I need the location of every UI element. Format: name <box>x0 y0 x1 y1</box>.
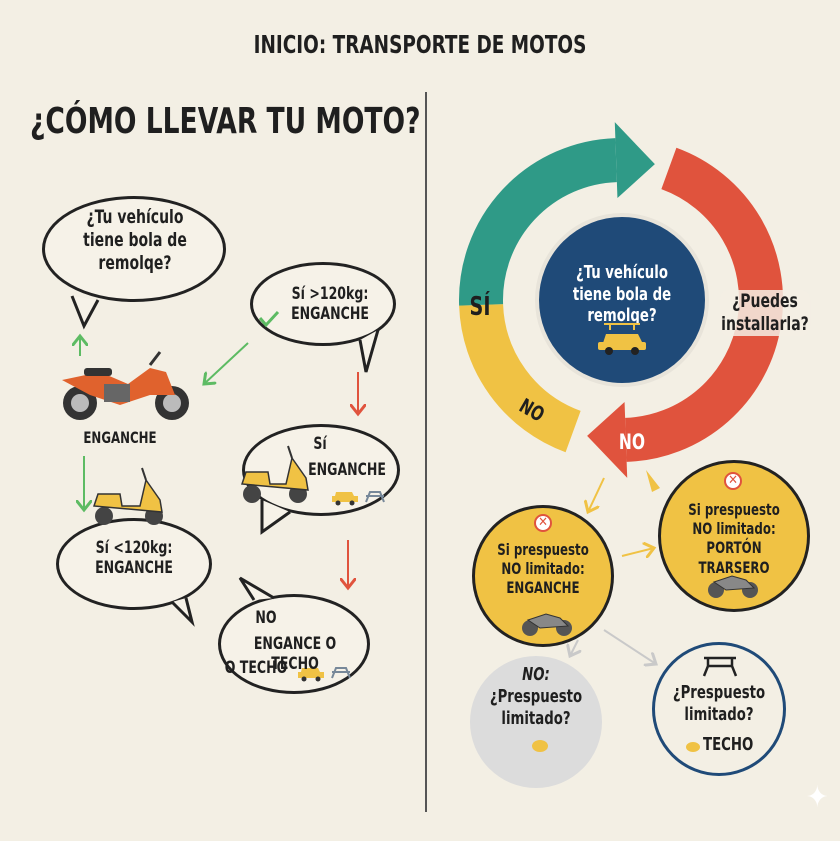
arrow-gray <box>603 629 656 664</box>
node-no-limited-question: ¿Prespuesto limitado? <box>489 686 583 729</box>
section-heading: ¿CÓMO LLEVAR TU MOTO? <box>30 101 421 142</box>
bubble-tail <box>358 329 380 373</box>
yes-label: SÍ <box>469 292 491 322</box>
bubble-yes-title: Sí <box>313 434 327 454</box>
bubble-heavy <box>250 262 396 346</box>
node-techo-label: TECHO <box>703 734 754 755</box>
arrow-gray <box>570 639 578 656</box>
sparkle-icon: ✦ <box>806 780 829 815</box>
piggy-bank-icon <box>532 740 548 752</box>
node-no-limited-title: NO: <box>522 664 550 685</box>
bubble-no-line1: ENGANCE O TECHO <box>253 634 337 675</box>
x-circle-icon: ✕ <box>534 514 552 532</box>
motorcycle-icon <box>62 351 189 420</box>
node-enganche-text: Si prespuesto NO limitado: ENGANCHE <box>497 540 589 598</box>
motorcycle-icon <box>708 575 758 598</box>
center-question-circle <box>535 213 709 387</box>
bubble-heavy-text: Sí >120kg: ENGANCHE <box>291 284 369 325</box>
arrow-yellow <box>588 477 605 512</box>
page-title: INICIO: TRANSPORTE DE MOTOS <box>253 30 587 59</box>
node-no-limited[interactable] <box>470 656 602 788</box>
can-install-label: ¿Puedes installarla? <box>719 290 811 336</box>
no-label-red: NO <box>618 430 646 454</box>
yes-arc-yellow <box>459 303 582 453</box>
car-roof-icon <box>598 323 646 355</box>
bubble-question <box>42 196 226 302</box>
teal-arc <box>459 138 618 306</box>
roof-rack-icon <box>365 491 385 503</box>
bubble-yes <box>242 424 400 516</box>
hand-icon <box>646 470 660 492</box>
scooter-icon <box>240 445 309 503</box>
arrow-yellow <box>621 548 654 556</box>
motorcycle-label: ENGANCHE <box>83 428 157 447</box>
teal-arc-arrowhead <box>614 122 655 199</box>
bubble-tail <box>238 576 275 601</box>
bubble-question-text: ¿Tu vehículo tiene bola de remolqe? <box>83 206 187 274</box>
roof-rack-icon <box>331 667 351 679</box>
bubble-light-text: Sí <120kg: ENGANCHE <box>95 538 173 579</box>
bubble-no-line2: O TECHO <box>224 658 288 678</box>
bubble-yes-text: ENGANCHE <box>308 460 386 480</box>
car-icon <box>332 492 358 506</box>
divider <box>425 92 427 812</box>
node-techo-question: ¿Prespuesto limitado? <box>672 682 766 725</box>
bubble-tail <box>260 500 291 535</box>
check-icon <box>258 310 280 328</box>
bubble-light <box>56 518 212 610</box>
roof-rack-icon <box>702 656 738 677</box>
car-icon <box>298 668 324 682</box>
scooter-icon <box>92 467 163 525</box>
arrow-to-moto <box>204 342 249 384</box>
bubble-tail <box>70 295 100 330</box>
bubble-tail <box>170 597 195 627</box>
center-question-text: ¿Tu vehículo tiene bola de remolqe? <box>572 262 672 327</box>
motorcycle-icon <box>522 613 572 636</box>
piggy-bank-icon <box>686 742 700 752</box>
bubble-no-title: NO <box>255 608 277 628</box>
node-techo[interactable] <box>652 642 786 776</box>
red-arc-arrowhead <box>587 401 628 478</box>
x-circle-icon: ✕ <box>724 472 742 490</box>
bubble-no <box>218 594 370 694</box>
node-porton-text: Si prespuesto NO limitado: PORTÓN TRARSE… <box>688 500 780 577</box>
